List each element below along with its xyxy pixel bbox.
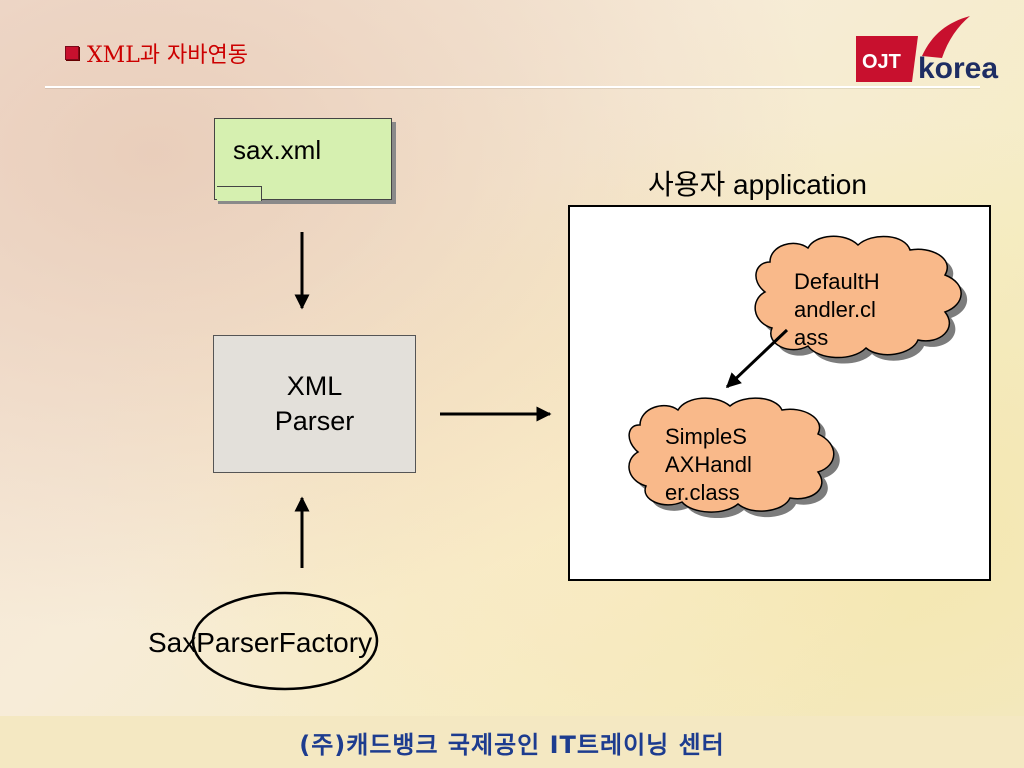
parser-label-line1: XML <box>286 370 343 401</box>
simple-handler-line3: er.class <box>665 480 740 505</box>
xml-parser-box: XML Parser <box>213 335 416 473</box>
default-handler-line2: andler.cl <box>794 297 876 322</box>
title-divider <box>45 86 980 88</box>
slide-title-text: XML과 자바연동 <box>87 43 248 68</box>
sax-xml-document: sax.xml <box>214 118 392 201</box>
application-label: 사용자 application <box>648 169 867 200</box>
simple-handler-label: SimpleS AXHandl er.class <box>665 423 752 507</box>
document-label: sax.xml <box>233 135 322 165</box>
slide-title: XML과 자바연동 <box>65 37 248 69</box>
default-handler-line1: DefaultH <box>794 269 880 294</box>
logo-large-text: korea <box>918 52 998 85</box>
sax-parser-factory-label: SaxParserFactory <box>148 627 373 658</box>
document-fold <box>217 186 262 201</box>
square-bullet-icon <box>65 46 79 60</box>
factory-highlight-ellipse <box>191 591 379 691</box>
logo-small-text: OJT <box>862 51 901 73</box>
default-handler-label: DefaultH andler.cl ass <box>794 268 880 352</box>
default-handler-cloud <box>754 235 968 364</box>
footer-bar: (주)캐드뱅크 국제공인 IT트레이닝 센터 <box>0 716 1024 768</box>
simple-handler-line1: SimpleS <box>665 424 747 449</box>
arrow-default-to-simple-handler <box>725 328 789 389</box>
logo-red-shape <box>856 36 918 82</box>
logo-swoosh-icon <box>922 16 970 58</box>
default-handler-line3: ass <box>794 325 829 350</box>
footer-text: (주)캐드뱅크 국제공인 IT트레이닝 센터 <box>299 730 725 759</box>
parser-label-line2: Parser <box>274 406 355 436</box>
ojt-korea-logo: OJT korea <box>856 16 998 85</box>
simple-handler-cloud <box>628 397 840 519</box>
simple-handler-line2: AXHandl <box>665 452 752 477</box>
